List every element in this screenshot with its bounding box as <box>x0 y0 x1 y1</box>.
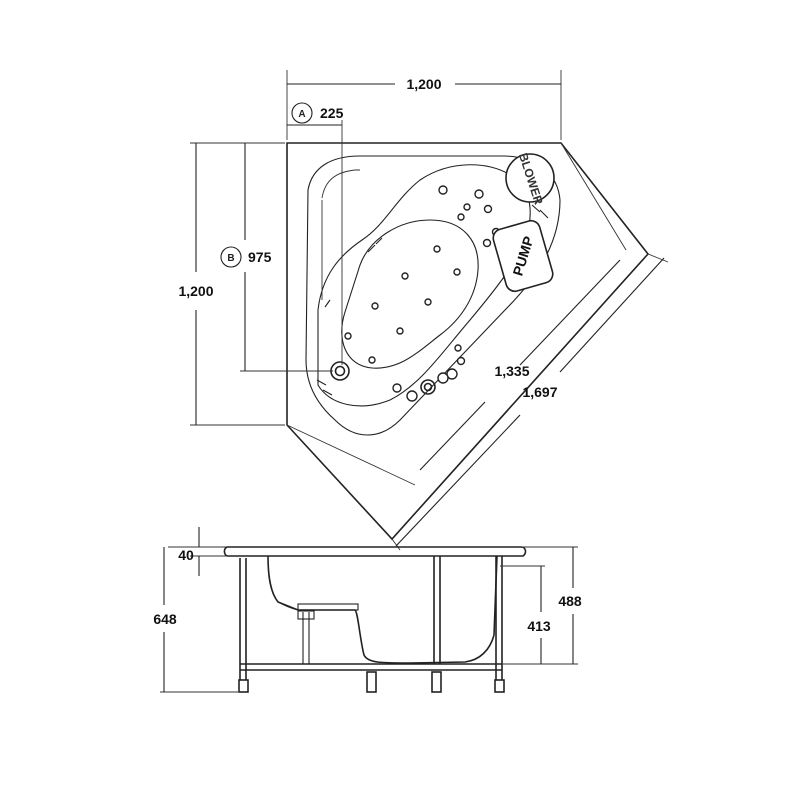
bath-outline <box>286 142 650 541</box>
jet <box>433 245 441 253</box>
jet <box>457 213 465 221</box>
foot <box>494 679 505 693</box>
jet <box>454 344 462 352</box>
section-rim <box>223 546 527 557</box>
dim-a-value: 225 <box>320 105 344 121</box>
section-seat <box>277 601 299 611</box>
jet <box>401 272 409 280</box>
jet <box>474 189 484 199</box>
dim-diag-outer: 1,697 <box>391 253 669 551</box>
dim-total-height-label: 648 <box>153 611 177 627</box>
dim-diag-outer-label: 1,697 <box>522 384 557 400</box>
jet <box>482 238 492 248</box>
dim-diag-inner: 1,335 <box>286 142 627 486</box>
dim-top-width: 1,200 <box>286 70 562 140</box>
dim-left-height-label: 1,200 <box>178 283 213 299</box>
jet <box>424 298 432 306</box>
jet <box>453 268 461 276</box>
basin-outline <box>317 164 531 407</box>
dim-b-value: 975 <box>248 249 272 265</box>
dim-seat-height: 413 <box>500 565 551 664</box>
dim-leg-height-label: 488 <box>558 593 582 609</box>
side-jet <box>539 209 549 219</box>
lounge-seat <box>341 219 479 369</box>
rim-detail-left <box>321 169 360 199</box>
jet <box>406 390 418 402</box>
side-jet <box>316 379 327 386</box>
side-jet <box>375 237 383 245</box>
foot <box>431 671 442 693</box>
jet <box>344 332 352 340</box>
side-jet <box>531 204 541 213</box>
dim-diag-inner-label: 1,335 <box>494 363 529 379</box>
dim-b-badge-circle <box>220 246 242 268</box>
jet <box>437 372 449 384</box>
jet <box>438 185 448 195</box>
dim-seat-height-label: 413 <box>527 618 551 634</box>
side-jet <box>367 244 376 253</box>
dim-a-badge-circle <box>291 102 313 124</box>
dim-left-height: 1,200 <box>178 142 285 426</box>
dim-a: A 225 <box>287 102 344 365</box>
control-knob <box>420 379 436 395</box>
dim-a-badge: A <box>298 109 305 120</box>
dim-rim-label: 40 <box>178 547 194 563</box>
foot <box>366 671 377 693</box>
dim-leg-height: 488 <box>502 546 582 665</box>
jet <box>483 204 493 214</box>
side-jet <box>322 389 333 396</box>
jet <box>368 356 376 364</box>
dim-rim: 40 <box>168 527 226 576</box>
drain-inner <box>334 365 346 377</box>
dim-b: B 975 <box>220 143 333 372</box>
section-tub <box>267 555 498 664</box>
jet <box>371 302 379 310</box>
section-drain-fitting <box>297 610 315 620</box>
jet <box>396 327 404 335</box>
jet <box>392 383 402 393</box>
section-view: 40 648 488 413 <box>153 527 582 693</box>
section-seat-bracket <box>297 603 359 611</box>
pump-unit <box>492 219 554 293</box>
foot <box>238 679 249 693</box>
dim-top-width-label: 1,200 <box>406 76 441 92</box>
drain-outer <box>330 361 350 381</box>
dim-total-height: 648 <box>153 547 238 693</box>
control-knob-inner <box>423 382 433 392</box>
blower-unit <box>505 153 555 203</box>
side-jet <box>324 299 331 308</box>
dim-b-badge: B <box>227 253 234 264</box>
jet <box>463 203 471 211</box>
jet <box>456 356 466 366</box>
plan-view: BLOWER PUMP 1,200 A 225 1,200 <box>178 70 669 551</box>
